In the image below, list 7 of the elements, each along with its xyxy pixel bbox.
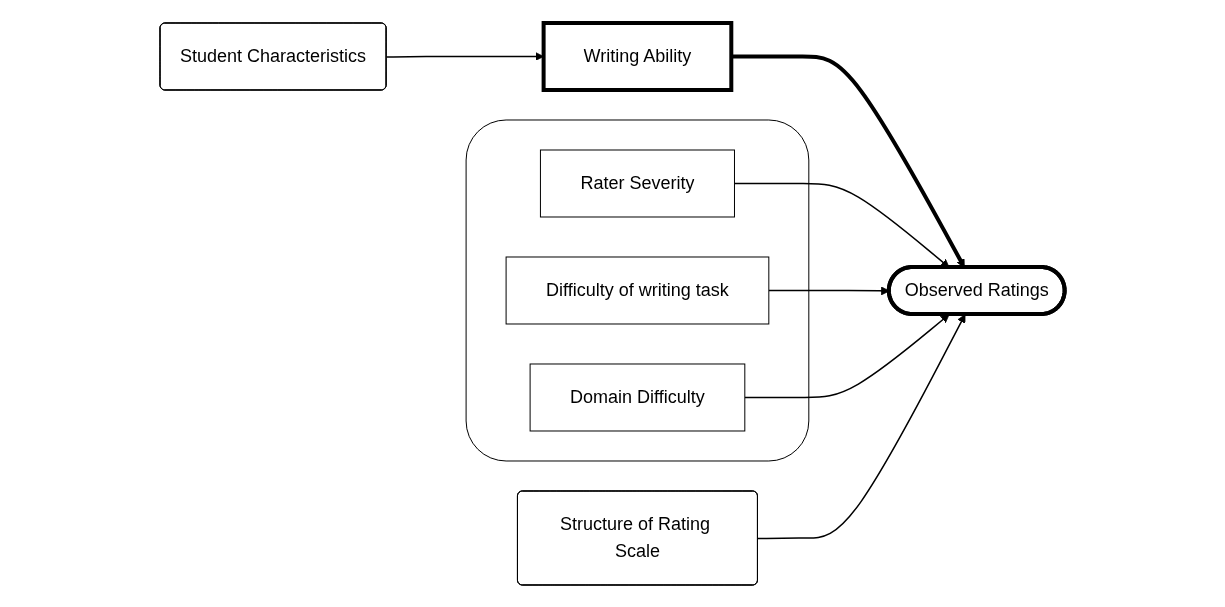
arrow (744, 313, 950, 398)
node-box: Domain Difficulty (529, 363, 746, 431)
arrow (757, 313, 966, 539)
cluster (465, 119, 810, 461)
node-box: Rater Severity (540, 149, 736, 217)
node-box: Writing Ability (541, 20, 734, 92)
node-box: Difficulty of writing task (505, 256, 770, 324)
